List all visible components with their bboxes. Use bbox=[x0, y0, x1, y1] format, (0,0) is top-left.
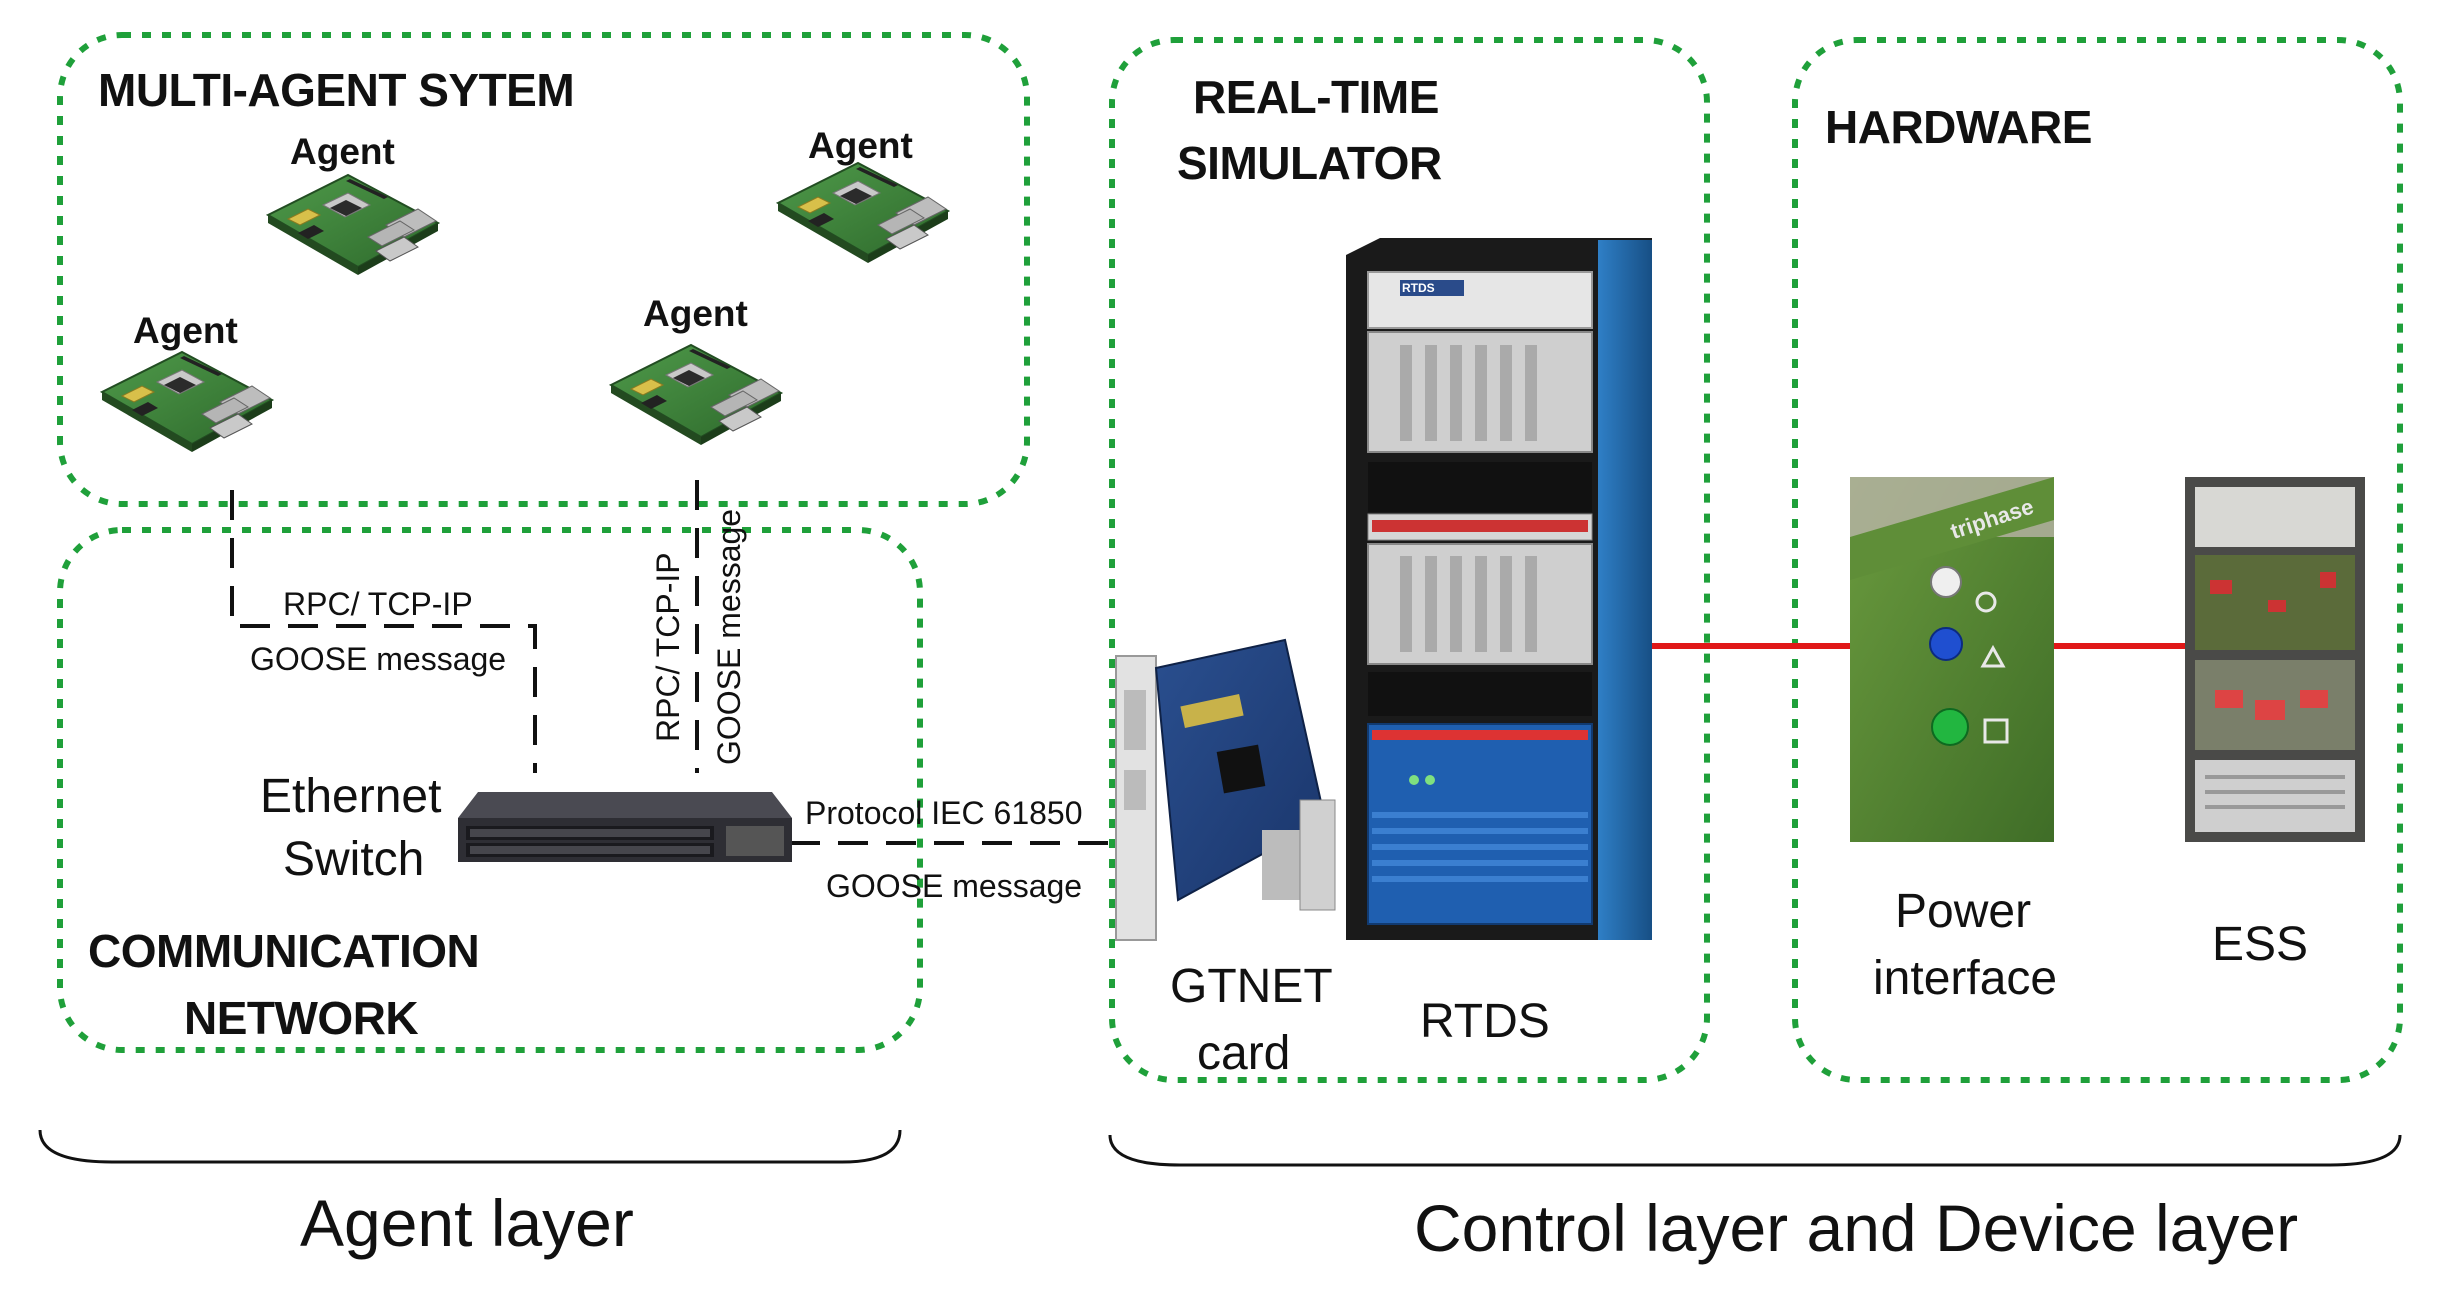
communication-group-border bbox=[57, 527, 923, 1053]
hardware-group-border bbox=[1792, 37, 2403, 1083]
agent2-message-label: GOOSE message bbox=[711, 508, 747, 765]
rtds-label: RTDS bbox=[1420, 995, 1550, 1048]
agent-board-2 bbox=[777, 162, 949, 264]
rtds-badge: RTDS bbox=[1402, 281, 1435, 295]
agent-label-3: Agent bbox=[133, 310, 238, 351]
multi-agent-group-border bbox=[57, 32, 1030, 507]
agent1-message-label: GOOSE message bbox=[250, 641, 507, 677]
switch-label-line1: Ethernet bbox=[260, 770, 442, 823]
agent-label-1: Agent bbox=[290, 131, 395, 172]
agent1-protocol-label: RPC/ TCP-IP bbox=[283, 586, 473, 622]
ess-label: ESS bbox=[2212, 918, 2309, 971]
agent-board-1 bbox=[267, 174, 439, 276]
agent-board-3 bbox=[101, 351, 273, 453]
gtnet-protocol-label: Protocol IEC 61850 bbox=[805, 795, 1083, 831]
ethernet-switch-image bbox=[458, 792, 792, 862]
simulator-group-border bbox=[1109, 37, 1710, 1083]
ess-image bbox=[2185, 477, 2365, 842]
gtnet-card-image bbox=[1115, 638, 1336, 941]
hardware-title: HARDWARE bbox=[1825, 101, 2092, 153]
agent-layer-label: Agent layer bbox=[300, 1186, 634, 1260]
power-interface-label-line1: Power bbox=[1895, 885, 2032, 938]
simulator-title-line1: REAL-TIME bbox=[1193, 71, 1439, 123]
control-layer-brace bbox=[1108, 1134, 2402, 1167]
agent-label-4: Agent bbox=[643, 293, 748, 334]
agent2-protocol-label: RPC/ TCP-IP bbox=[650, 552, 686, 742]
power-interface-image bbox=[1850, 477, 2054, 842]
power-interface-label-line2: interface bbox=[1873, 952, 2058, 1005]
communication-title-line1: COMMUNICATION bbox=[88, 925, 480, 977]
gtnet-message-label: GOOSE message bbox=[826, 868, 1083, 904]
rtds-rack-image bbox=[1346, 238, 1652, 940]
multi-agent-title: MULTI-AGENT SYTEM bbox=[98, 64, 575, 116]
gtnet-label-line2: card bbox=[1197, 1027, 1291, 1080]
agent-label-2: Agent bbox=[808, 125, 913, 166]
gtnet-label-line1: GTNET bbox=[1170, 960, 1333, 1013]
agent1-switch-link bbox=[230, 490, 537, 773]
agent-layer-brace bbox=[38, 1129, 902, 1164]
simulator-title-line2: SIMULATOR bbox=[1177, 137, 1442, 189]
communication-title-line2: NETWORK bbox=[184, 992, 419, 1044]
switch-label-line2: Switch bbox=[283, 833, 425, 886]
control-device-layer-label: Control layer and Device layer bbox=[1414, 1191, 2299, 1265]
agent-board-4 bbox=[610, 344, 782, 446]
